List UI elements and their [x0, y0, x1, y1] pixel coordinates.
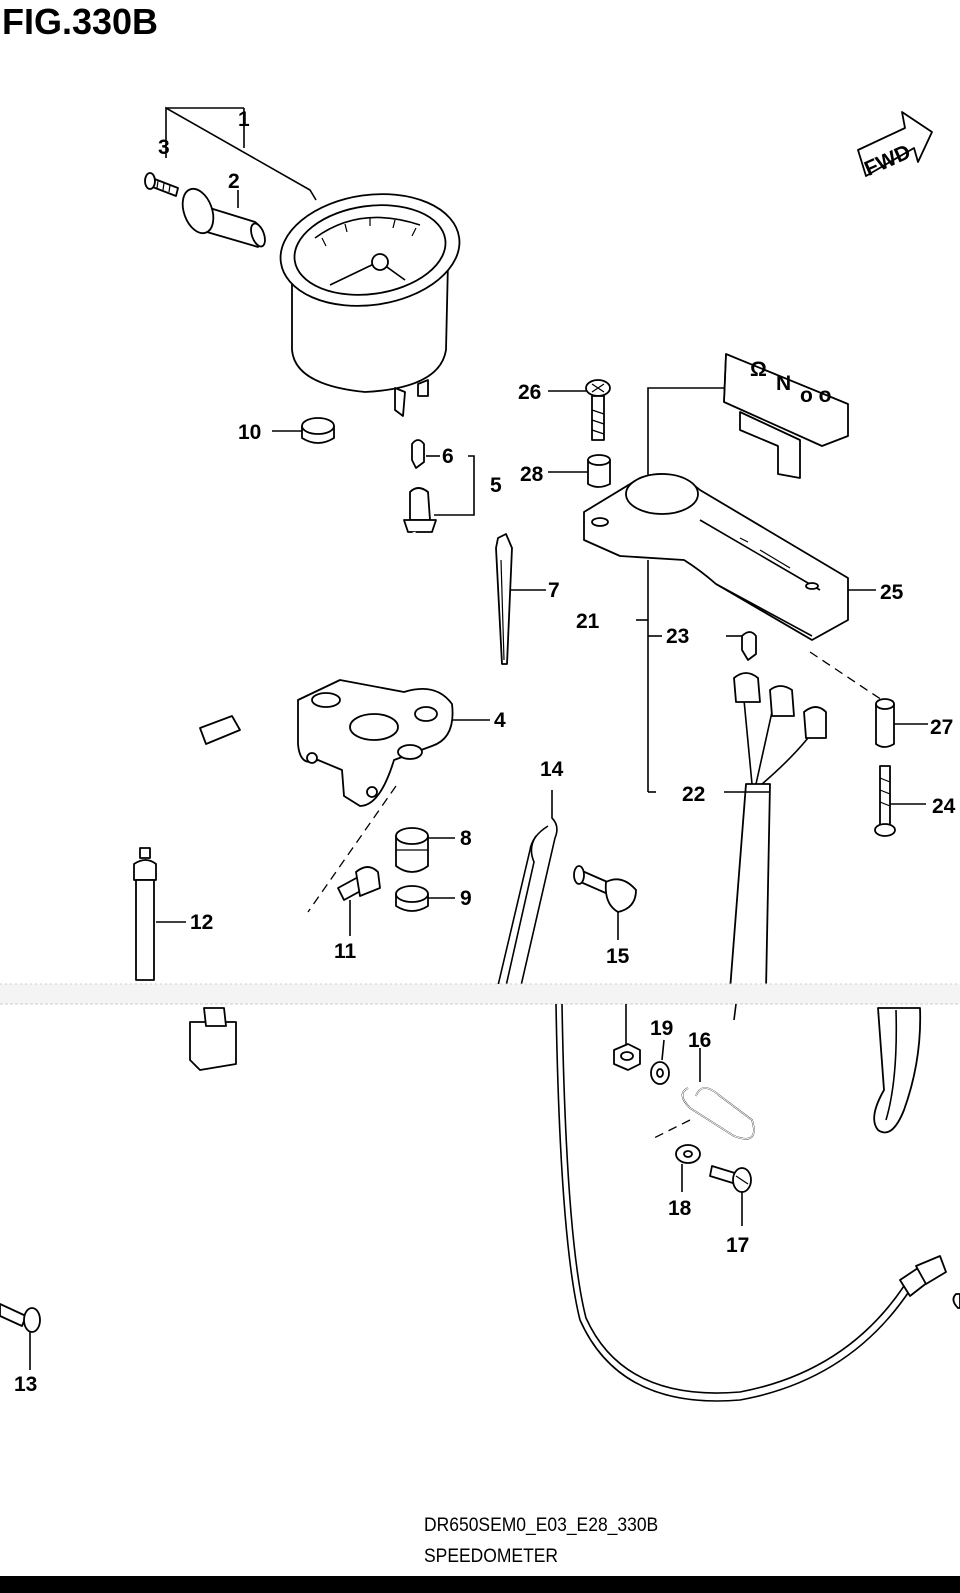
case-screw [585, 379, 611, 441]
svg-text:o o: o o [800, 384, 832, 407]
callout-21: 21 [576, 610, 600, 633]
callout-28: 28 [520, 463, 544, 486]
figure-title: FIG.330B [2, 1, 159, 42]
speedometer-body [279, 193, 461, 417]
svg-text:Ω: Ω [750, 358, 767, 381]
wiring-harness [729, 672, 827, 991]
case-spacer [875, 698, 895, 748]
bulb [411, 439, 425, 469]
callout-15: 15 [606, 945, 630, 968]
rubber-grommet [395, 827, 429, 873]
clamp-screw [709, 1165, 752, 1193]
callout-19: 19 [650, 1017, 673, 1040]
callout-labels: 1 2 3 4 5 6 7 8 9 10 11 12 13 14 15 16 1… [14, 108, 956, 1396]
diagram-code: DR650SEM0_E03_E28_330B [424, 1515, 659, 1536]
trip-knob [181, 187, 266, 248]
cable-guide [494, 806, 558, 995]
callout-24: 24 [932, 795, 956, 818]
diagram-name: SPEEDOMETER [424, 1546, 559, 1567]
indicator-bulb [741, 631, 757, 661]
torn-edge-band [0, 983, 960, 1005]
callout-16: 16 [688, 1029, 711, 1052]
collar [587, 454, 611, 488]
small-screw [144, 172, 179, 197]
bottom-bar [0, 1576, 960, 1593]
callout-23: 23 [666, 625, 689, 648]
callout-14: 14 [540, 758, 564, 781]
rubber-plug [301, 417, 335, 444]
svg-text:N: N [776, 372, 791, 395]
callout-12: 12 [190, 911, 213, 934]
callout-6: 6 [442, 445, 454, 468]
callout-26: 26 [518, 381, 541, 404]
callout-4: 4 [494, 709, 506, 732]
meter-bracket [297, 679, 454, 807]
callout-7: 7 [548, 579, 560, 602]
fwd-arrow-icon: FWD [857, 111, 933, 181]
side-screw [0, 1303, 41, 1333]
long-screw [874, 765, 896, 837]
washer [650, 1061, 670, 1085]
callout-3: 3 [158, 136, 170, 159]
nut [613, 1043, 641, 1071]
indicator-case [583, 473, 849, 641]
callout-5: 5 [490, 474, 502, 497]
speedometer-cable [133, 847, 237, 1071]
cable-clamp [681, 1087, 755, 1140]
cable-tie [495, 533, 513, 665]
callout-25: 25 [880, 581, 904, 604]
callout-2: 2 [228, 170, 240, 193]
callout-27: 27 [930, 716, 953, 739]
indicator-lens: Ω N o o [723, 353, 849, 479]
spacer [395, 885, 429, 912]
callout-10: 10 [238, 421, 261, 444]
callout-11: 11 [334, 940, 357, 963]
callout-8: 8 [460, 827, 472, 850]
callout-1: 1 [238, 108, 250, 131]
bracket-bolt [337, 866, 381, 901]
callout-22: 22 [682, 783, 705, 806]
callout-9: 9 [460, 887, 472, 910]
callout-18: 18 [668, 1197, 692, 1220]
washer-18 [675, 1144, 701, 1164]
callout-17: 17 [726, 1234, 749, 1257]
callout-13: 13 [14, 1373, 37, 1396]
guide-bolt [573, 865, 637, 913]
bulb-socket-harness [199, 487, 437, 745]
